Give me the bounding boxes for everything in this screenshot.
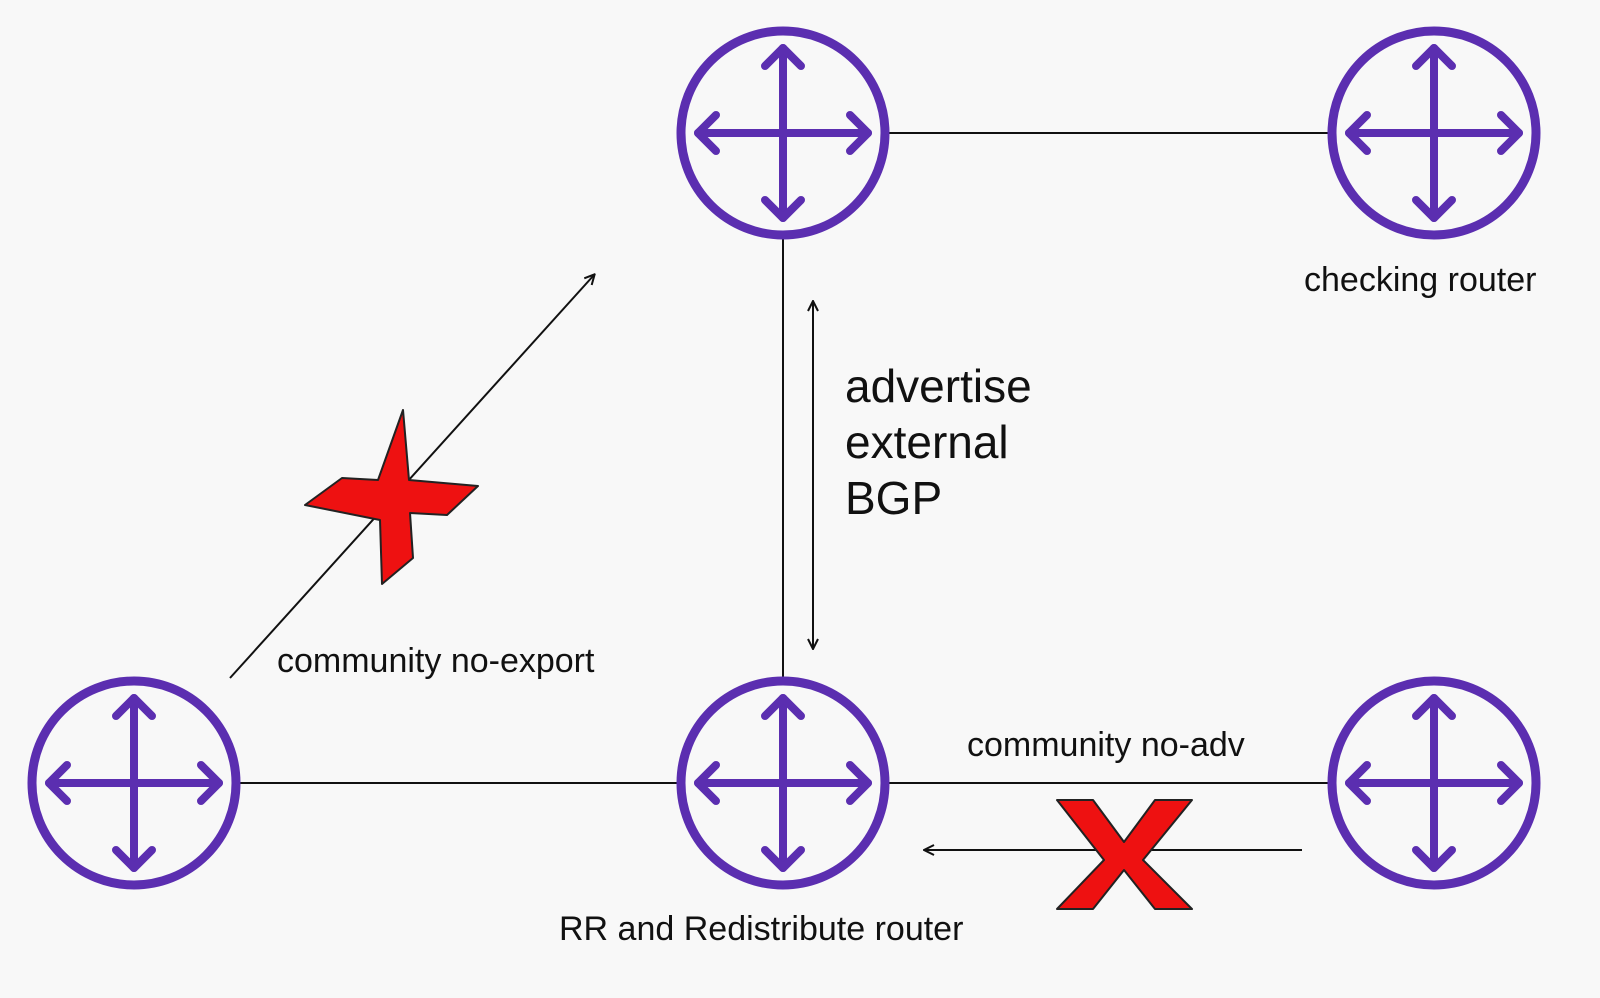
rr-router-label: RR and Redistribute router bbox=[559, 910, 964, 948]
router-icon bbox=[681, 31, 885, 235]
checking-router-label: checking router bbox=[1304, 261, 1537, 299]
advertise-line-2: external bbox=[845, 416, 1009, 468]
router-icon bbox=[1332, 681, 1536, 885]
advertise-line-1: advertise bbox=[845, 360, 1032, 412]
no-export-label: community no-export bbox=[277, 642, 595, 680]
advertise-line-3: BGP bbox=[845, 472, 943, 524]
red-x-icon bbox=[304, 409, 479, 585]
advertise-label: advertise external BGP bbox=[845, 358, 1032, 526]
router-icon bbox=[1332, 31, 1536, 235]
red-x-icon bbox=[1056, 799, 1193, 910]
router-icon bbox=[32, 681, 236, 885]
no-adv-label: community no-adv bbox=[967, 726, 1245, 764]
router-icon bbox=[681, 681, 885, 885]
no-export-arrow bbox=[229, 275, 594, 679]
